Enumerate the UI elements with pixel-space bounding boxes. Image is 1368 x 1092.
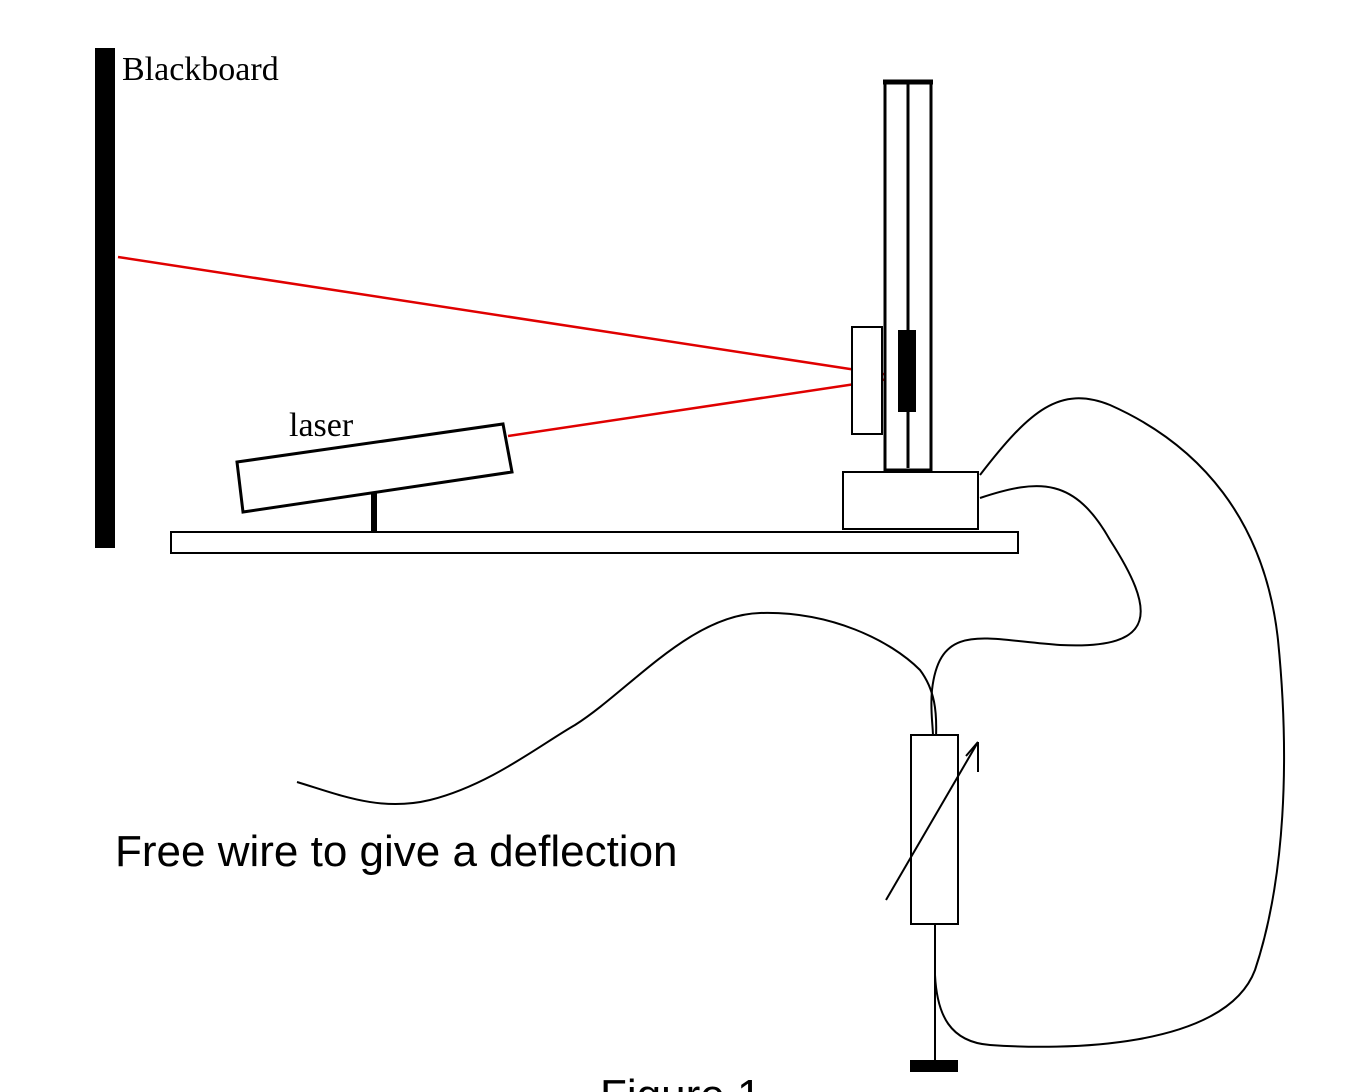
figure-caption: Figure 1	[600, 1071, 761, 1092]
ground-icon	[910, 1060, 958, 1072]
blackboard-label: Blackboard	[122, 51, 279, 88]
mirror	[898, 330, 916, 412]
blackboard	[95, 48, 115, 548]
free-wire	[296, 611, 938, 806]
laser-beam-reflected	[117, 255, 903, 379]
stand-base-block	[842, 471, 979, 530]
mirror-holder	[851, 326, 883, 435]
laser-beam-incident	[507, 375, 903, 438]
base-bench	[170, 531, 1019, 554]
variable-resistor-icon	[885, 734, 979, 925]
laser-label: laser	[289, 407, 354, 444]
wire-inner-loop	[930, 485, 1142, 738]
free-wire-label: Free wire to give a deflection	[115, 827, 678, 876]
laser-body	[235, 422, 514, 514]
wire-outer-loop	[934, 397, 1286, 1048]
